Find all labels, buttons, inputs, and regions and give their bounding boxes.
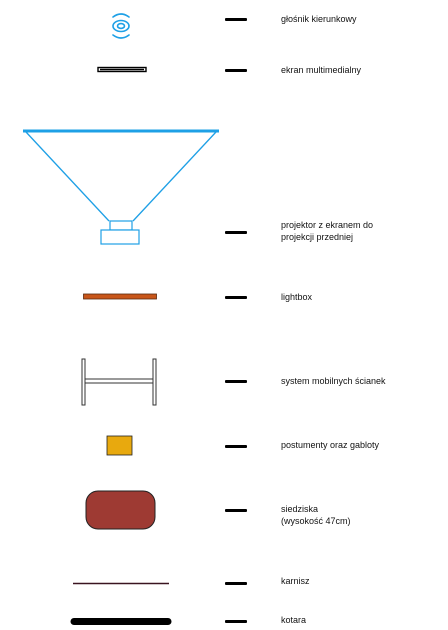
legend-dash: [225, 509, 247, 512]
seats-label-line1: siedziska: [281, 504, 319, 514]
legend-dash: [225, 296, 247, 299]
pedestals-label-text: postumenty oraz gabloty: [281, 440, 380, 450]
seat-icon: [85, 490, 156, 530]
legend-dash: [225, 380, 247, 383]
curtain-label-text: kotara: [281, 615, 307, 625]
curtain-rail-icon: [73, 582, 169, 585]
mobile-wall-system-icon: [81, 358, 157, 406]
screen-label: ekran multimedialny: [281, 64, 361, 76]
legend-dash: [225, 582, 247, 585]
lightbox-label-text: lightbox: [281, 292, 313, 302]
directional-speaker-icon: [112, 13, 130, 39]
lightbox-icon: [83, 293, 157, 300]
pedestal-icon: [106, 435, 133, 456]
multimedia-screen-icon: [97, 66, 147, 73]
projector-label: projektor z ekranem do projekcji przedni…: [281, 219, 373, 243]
lightbox-label: lightbox: [281, 291, 312, 303]
legend-dash: [225, 231, 247, 234]
screen-label-text: ekran multimedialny: [281, 65, 362, 75]
projector-label-line2: projekcji przedniej: [281, 232, 354, 242]
rail-label: karnisz: [281, 575, 310, 587]
legend-dash: [225, 620, 247, 623]
speaker-label: głośnik kierunkowy: [281, 13, 357, 25]
seats-label-line2: (wysokość 47cm): [281, 516, 351, 526]
legend-dash: [225, 445, 247, 448]
front-projector-icon: [23, 129, 219, 245]
speaker-label-text: głośnik kierunkowy: [281, 14, 357, 24]
legend-dash: [225, 18, 247, 21]
rail-label-text: karnisz: [281, 576, 310, 586]
curtain-icon: [70, 618, 172, 625]
pedestals-label: postumenty oraz gabloty: [281, 439, 379, 451]
legend-dash: [225, 69, 247, 72]
curtain-label: kotara: [281, 614, 306, 626]
walls-label-text: system mobilnych ścianek: [281, 376, 386, 386]
seats-label: siedziska (wysokość 47cm): [281, 503, 351, 527]
projector-label-line1: projektor z ekranem do: [281, 220, 374, 230]
walls-label: system mobilnych ścianek: [281, 375, 386, 387]
